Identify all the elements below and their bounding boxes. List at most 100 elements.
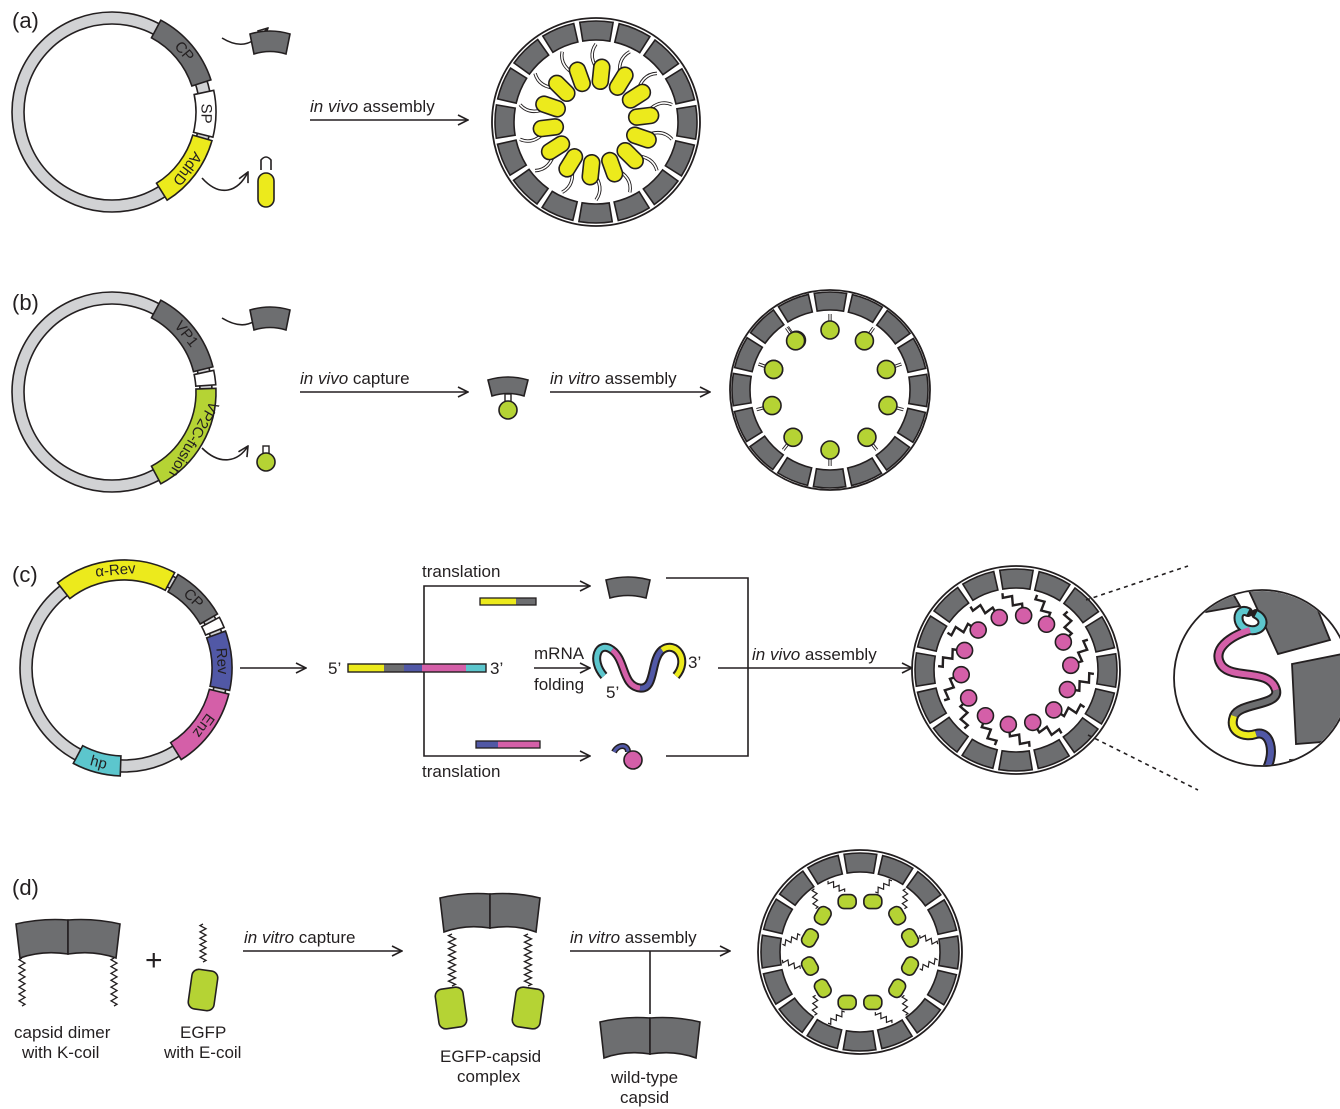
capsid-segment <box>914 651 937 688</box>
capsid-segment <box>907 373 929 408</box>
cargo <box>857 427 877 448</box>
coil <box>827 1010 845 1026</box>
rna-arev <box>660 645 685 678</box>
capsid-segment <box>876 1018 914 1050</box>
coil <box>781 959 801 970</box>
translation-arrow-top <box>423 586 590 664</box>
rna-tether <box>958 702 970 730</box>
egfp <box>800 956 820 976</box>
rna-enz <box>610 647 641 691</box>
capsid-segment <box>937 935 960 970</box>
coil <box>875 878 893 894</box>
cargo <box>820 440 840 460</box>
plasmid-gene-1 <box>166 573 219 626</box>
plasmid-gene-label: SP <box>197 103 214 123</box>
egfp-label-2: with E-coil <box>163 1043 241 1062</box>
adhd-enzyme <box>568 61 591 93</box>
capsid-segment <box>749 308 785 345</box>
wildtype-label-2: capsid <box>620 1088 669 1107</box>
capsid-segment <box>813 291 848 313</box>
capsid-segment <box>846 456 883 487</box>
vp1-protein <box>249 306 291 332</box>
capsid-protein-segment <box>605 576 651 599</box>
enzyme <box>1058 680 1077 699</box>
rna-tether <box>980 722 999 746</box>
egfp <box>511 986 545 1030</box>
capsid-segment <box>496 139 528 177</box>
sp-tether <box>260 156 272 170</box>
capsid-segment <box>905 870 942 907</box>
capsid-segment <box>1095 652 1118 689</box>
rna-tether <box>1035 725 1063 737</box>
complex-label-2: complex <box>457 1067 521 1086</box>
capsid-segment <box>842 1029 877 1052</box>
cargo <box>785 331 806 351</box>
capsid-protein-segment <box>249 30 291 56</box>
plasmid-gene-label: hp <box>88 752 109 773</box>
adhd-enzyme <box>257 172 275 208</box>
coil <box>782 932 801 947</box>
curved-arrow <box>201 172 248 192</box>
rna-tether <box>1008 731 1031 747</box>
egfp <box>187 968 219 1012</box>
enzyme <box>959 689 978 707</box>
dimer-left <box>439 892 491 934</box>
cargo <box>783 427 803 448</box>
enzyme <box>1037 615 1056 634</box>
folding-label: folding <box>534 675 584 694</box>
capsid-segment <box>512 168 550 206</box>
wildtype-label-1: wild-type <box>610 1068 678 1087</box>
arrow-label-b1: in vivo capture <box>300 369 410 388</box>
rna-tether <box>943 676 956 702</box>
rna-hp <box>594 645 614 678</box>
capsid-segment <box>812 467 847 489</box>
capsid-segment <box>1242 591 1332 656</box>
rna-rev <box>1255 730 1274 765</box>
egfp <box>888 905 907 926</box>
egfp <box>863 994 883 1011</box>
capsid-segment <box>777 293 814 324</box>
vp1-segment <box>249 306 291 332</box>
rna-arev <box>1229 714 1257 739</box>
capsid-segment <box>613 22 651 54</box>
plasmid-gene-0 <box>150 299 214 373</box>
capsid-segment <box>675 104 698 141</box>
curved-arrow <box>201 446 248 461</box>
capsid-segment <box>1033 570 1072 602</box>
capsid-segment <box>843 852 878 875</box>
translation-label-bottom: translation <box>422 762 500 781</box>
cargo <box>854 331 875 351</box>
cargo <box>820 320 840 340</box>
adhd-enzyme <box>581 153 601 186</box>
egfp <box>888 978 907 999</box>
rev-tail <box>612 744 630 753</box>
coil <box>919 957 938 972</box>
plasmid-gene-1 <box>193 369 217 387</box>
arrow-label-d2: in vitro assembly <box>570 928 697 947</box>
rev-enzyme-protein <box>611 743 643 770</box>
plasmid-gene-0 <box>150 19 212 88</box>
enzyme <box>623 750 643 770</box>
plasmid-gene-2 <box>155 134 213 202</box>
capsid-segment <box>731 372 753 407</box>
arrow-label-b2: in vitro assembly <box>550 369 677 388</box>
mrna-linear <box>347 663 487 673</box>
sp-adhd-protein <box>257 156 275 208</box>
rna-tether <box>1074 671 1095 693</box>
coil <box>827 880 846 893</box>
rna-rev <box>639 648 664 691</box>
e-coil <box>198 923 208 963</box>
capsid-segment <box>733 336 764 373</box>
cargo <box>763 359 784 380</box>
egfp-capsid-complex <box>434 892 545 1030</box>
capsid-segment <box>512 38 550 76</box>
egfp <box>837 893 857 910</box>
coil <box>901 888 909 910</box>
capsid-outline <box>729 289 931 491</box>
dimer-label-1: capsid dimer <box>14 1023 111 1042</box>
rna-tether <box>937 647 958 669</box>
